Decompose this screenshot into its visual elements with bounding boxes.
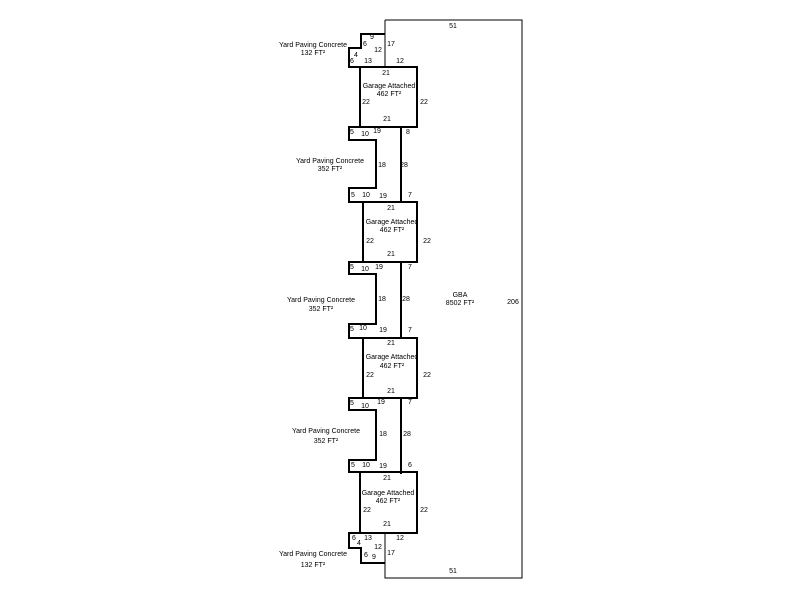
yard-4-outline	[348, 397, 377, 473]
garage-3-outline	[362, 337, 418, 399]
dimension-label: 5	[351, 462, 355, 469]
dimension-label: 22	[366, 372, 374, 379]
dimension-label: 22	[366, 238, 374, 245]
dimension-label: 22	[423, 238, 431, 245]
dimension-label: 19	[379, 327, 387, 334]
garage-4-outline	[359, 471, 418, 534]
dimension-label: 10	[361, 266, 369, 273]
dimension-label: 7	[408, 192, 412, 199]
dimension-label: 4	[354, 52, 358, 59]
dimension-label: 12	[374, 47, 382, 54]
dimension-label: 10	[361, 403, 369, 410]
dimension-label: 6	[408, 462, 412, 469]
dimension-label: 206	[507, 299, 519, 306]
dimension-label: 51	[449, 568, 457, 575]
yard-5-outline	[348, 532, 385, 564]
area-name-label: Yard Paving Concrete	[287, 297, 355, 304]
dimension-label: 10	[359, 325, 367, 332]
dimension-label: 21	[387, 340, 395, 347]
dimension-label: 5	[351, 192, 355, 199]
dimension-label: 21	[387, 205, 395, 212]
dimension-label: 7	[408, 264, 412, 271]
dimension-label: 18	[378, 162, 386, 169]
dimension-label: 19	[373, 128, 381, 135]
area-name-label: Garage Attached	[366, 219, 419, 226]
dimension-label: 12	[374, 544, 382, 551]
dimension-label: 5	[350, 326, 354, 333]
dimension-label: 21	[383, 475, 391, 482]
dimension-label: 6	[352, 535, 356, 542]
area-size-label: 8502 FT²	[446, 300, 475, 307]
dimension-label: 22	[423, 372, 431, 379]
dimension-label: 22	[420, 99, 428, 106]
area-size-label: 462 FT²	[377, 91, 402, 98]
area-size-label: 132 FT²	[301, 50, 326, 57]
area-name-label: Yard Paving Concrete	[279, 42, 347, 49]
dimension-label: 21	[382, 70, 390, 77]
yard-2-outline	[348, 126, 377, 203]
dimension-label: 28	[402, 296, 410, 303]
dimension-label: 10	[362, 462, 370, 469]
dimension-label: 28	[403, 431, 411, 438]
area-size-label: 462 FT²	[380, 227, 405, 234]
dimension-label: 9	[370, 34, 374, 41]
dimension-label: 5	[350, 400, 354, 407]
area-name-label: Garage Attached	[362, 490, 415, 497]
dimension-label: 10	[361, 131, 369, 138]
dimension-label: 6	[364, 552, 368, 559]
dimension-label: 12	[396, 58, 404, 65]
dimension-label: 19	[377, 399, 385, 406]
dimension-label: 4	[357, 540, 361, 547]
dimension-label: 28	[400, 162, 408, 169]
dimension-label: 17	[387, 41, 395, 48]
dimension-label: 22	[362, 99, 370, 106]
area-name-label: Yard Paving Concrete	[292, 428, 360, 435]
area-size-label: 352 FT²	[309, 306, 334, 313]
dimension-label: 13	[364, 535, 372, 542]
area-size-label: 352 FT²	[314, 438, 339, 445]
dimension-label: 5	[350, 129, 354, 136]
dimension-label: 7	[408, 399, 412, 406]
dimension-label: 19	[375, 264, 383, 271]
area-name-label: Garage Attached	[363, 83, 416, 90]
garage-2-outline	[362, 201, 418, 263]
dimension-label: 19	[379, 463, 387, 470]
yard-3-outline	[348, 261, 377, 339]
dimension-label: 22	[420, 507, 428, 514]
dimension-label: 12	[396, 535, 404, 542]
dimension-label: 19	[379, 193, 387, 200]
area-name-label: Garage Attached	[366, 354, 419, 361]
dimension-label: 9	[372, 554, 376, 561]
dimension-label: 18	[378, 296, 386, 303]
dimension-label: 6	[363, 41, 367, 48]
dimension-label: 5	[350, 264, 354, 271]
dimension-label: 21	[383, 521, 391, 528]
dimension-label: 22	[363, 507, 371, 514]
dimension-label: 6	[350, 58, 354, 65]
area-name-label: Yard Paving Concrete	[279, 551, 347, 558]
dimension-label: 10	[362, 192, 370, 199]
dimension-label: 21	[387, 251, 395, 258]
area-size-label: 462 FT²	[380, 363, 405, 370]
dimension-label: 17	[387, 550, 395, 557]
dimension-label: 21	[387, 388, 395, 395]
area-name-label: Yard Paving Concrete	[296, 158, 364, 165]
dimension-label: 13	[364, 58, 372, 65]
area-size-label: 132 FT²	[301, 562, 326, 569]
dimension-label: 7	[408, 327, 412, 334]
dimension-label: 18	[379, 431, 387, 438]
dimension-label: 51	[449, 23, 457, 30]
yard-1-outline	[348, 33, 385, 68]
garage-1-outline	[359, 66, 418, 128]
area-size-label: 352 FT²	[318, 166, 343, 173]
area-size-label: 462 FT²	[376, 498, 401, 505]
dimension-label: 8	[406, 129, 410, 136]
dimension-label: 21	[383, 116, 391, 123]
area-name-label: GBA	[453, 292, 468, 299]
